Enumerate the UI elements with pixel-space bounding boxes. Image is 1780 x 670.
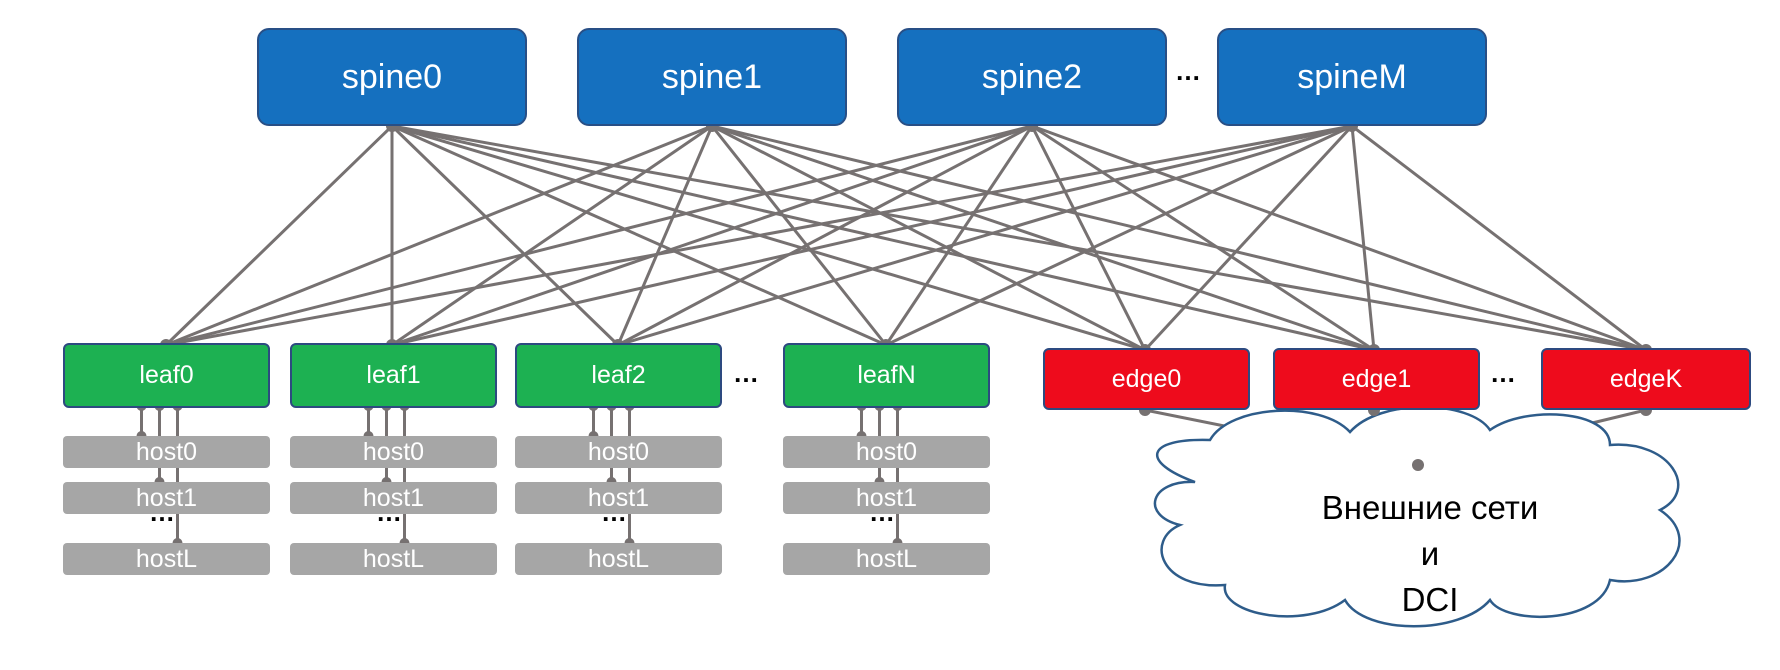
link-spine2-node1 (391, 124, 1033, 347)
spine-switch-1: spine1 (577, 28, 847, 126)
host-ellipsis: … (376, 497, 402, 527)
leaf-switch-n: leafN (783, 343, 990, 408)
cloud-label: Внешние сети и DCI (1270, 485, 1590, 623)
cloud-label-line-1: Внешние сети (1321, 489, 1539, 526)
link-spine2-node4 (1030, 125, 1147, 351)
host-2-1: host1 (515, 482, 722, 514)
link-spine0-node3 (391, 124, 887, 347)
link-spine1-node4 (711, 124, 1146, 352)
link-spine2-node3 (884, 125, 1034, 346)
link-spine3-node6 (1351, 124, 1647, 352)
spine-switch-2: spine2 (897, 28, 1167, 126)
edge-switch-k: edgeK (1541, 348, 1751, 410)
link-spine2-node0 (165, 124, 1033, 347)
link-spine0-node2 (390, 124, 620, 347)
leaf-switch-2: leaf2 (515, 343, 722, 408)
host-ellipsis: … (601, 497, 627, 527)
link-spine3-node3 (885, 124, 1353, 347)
cloud-label-line-3: DCI (1401, 581, 1459, 618)
edge-switch-1: edge1 (1273, 348, 1480, 410)
link-spine2-node2 (617, 124, 1033, 347)
host-2-2: hostL (515, 543, 722, 575)
leaf-switch-1: leaf1 (290, 343, 497, 408)
link-spine3-node1 (391, 124, 1353, 347)
link-spine1-node6 (711, 124, 1647, 352)
link-spine3-node0 (165, 124, 1353, 347)
link-spine1-node0 (165, 124, 713, 347)
link-spine3-node5 (1350, 125, 1376, 351)
host-0-1: host1 (63, 482, 270, 514)
host-3-1: host1 (783, 482, 990, 514)
cloud-hub-dot (1412, 459, 1424, 471)
spine-ellipsis: … (1175, 56, 1201, 86)
cloud-label-line-2: и (1420, 535, 1440, 572)
link-spine2-node6 (1031, 124, 1647, 352)
host-3-0: host0 (783, 436, 990, 468)
host-1-2: hostL (290, 543, 497, 575)
host-ellipsis: … (149, 497, 175, 527)
external-networks-cloud (1153, 405, 1681, 628)
cloud-shape (1153, 405, 1681, 628)
link-spine0-node4 (391, 124, 1146, 352)
host-0-2: hostL (63, 543, 270, 575)
link-spine1-node5 (711, 124, 1375, 352)
link-spine1-node3 (710, 125, 888, 346)
link-spine1-node2 (616, 125, 714, 346)
spine-switch-0: spine0 (257, 28, 527, 126)
link-spine0-node6 (391, 124, 1647, 352)
host-1-1: host1 (290, 482, 497, 514)
link-spine2-node5 (1031, 124, 1375, 352)
leaf-ellipsis: … (733, 358, 759, 388)
link-spine1-node1 (391, 124, 713, 347)
links (140, 124, 1647, 543)
link-spine3-node2 (617, 124, 1353, 347)
host-0-0: host0 (63, 436, 270, 468)
host-1-0: host0 (290, 436, 497, 468)
edge-switch-0: edge0 (1043, 348, 1250, 410)
host-2-0: host0 (515, 436, 722, 468)
link-spine3-node4 (1143, 124, 1354, 352)
link-spine0-node0 (164, 124, 394, 347)
leaf-switch-0: leaf0 (63, 343, 270, 408)
spine-switch-m: spineM (1217, 28, 1487, 126)
host-ellipsis: … (869, 497, 895, 527)
edge-ellipsis: … (1490, 358, 1516, 388)
link-spine0-node5 (391, 124, 1375, 352)
host-3-2: hostL (783, 543, 990, 575)
